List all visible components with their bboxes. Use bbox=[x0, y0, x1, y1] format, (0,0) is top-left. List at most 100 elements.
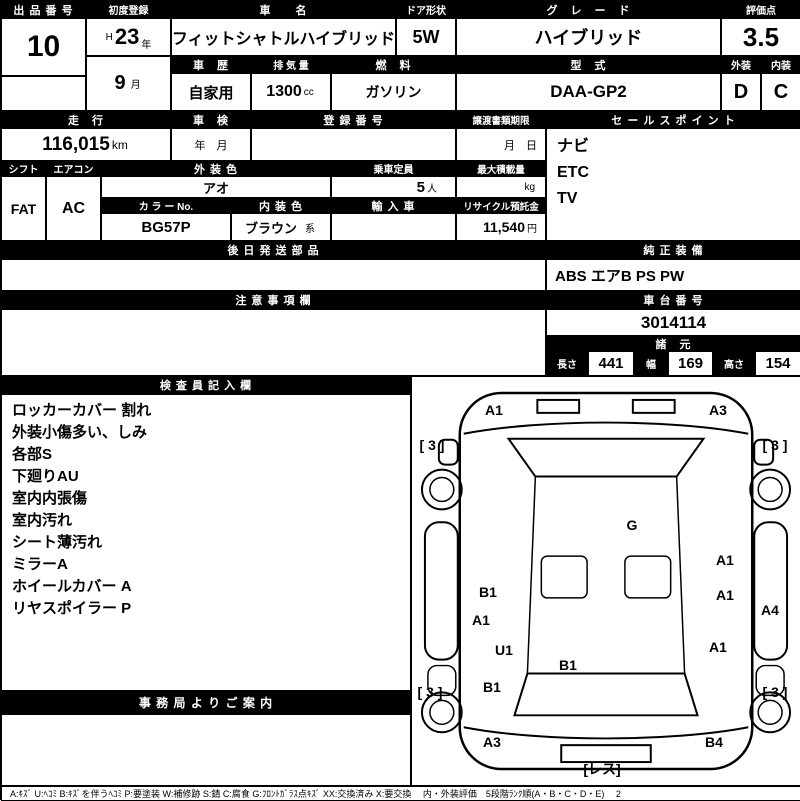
car-name-value: フィットシャトルハイブリッド bbox=[171, 18, 396, 56]
inspection-value: 年 月 bbox=[171, 128, 251, 161]
grade-header: グ レ ー ド bbox=[456, 1, 721, 18]
car-history-value: 自家用 bbox=[171, 73, 251, 111]
inspection-header: 車 検 bbox=[171, 111, 251, 128]
caution-value bbox=[1, 309, 546, 376]
diagram-damage-label: A3 bbox=[709, 402, 727, 418]
diagram-damage-label: A1 bbox=[716, 587, 734, 603]
diagram-damage-label: A3 bbox=[483, 734, 501, 750]
diagram-damage-label: B1 bbox=[559, 657, 577, 673]
era-prefix: H bbox=[105, 31, 113, 43]
office-notice-value bbox=[1, 714, 411, 786]
registration-month: 9 bbox=[114, 72, 126, 94]
dimensions-header: 諸 元 bbox=[546, 336, 800, 351]
genuine-equipment-value: ABS エアB PS PW bbox=[546, 259, 800, 291]
office-notice-header: 事 務 局 よ り ご 案 内 bbox=[1, 691, 411, 714]
interior-color-header: 内 装 色 bbox=[231, 198, 331, 213]
color-number-header: カ ラ ー No. bbox=[101, 198, 231, 213]
car-name-header: 車 名 bbox=[171, 1, 396, 18]
capacity-number: 5 bbox=[416, 178, 425, 196]
mileage-header: 走 行 bbox=[1, 111, 171, 128]
interior-grade-header: 内装 bbox=[761, 56, 800, 73]
sales-point-item: TV bbox=[557, 190, 578, 207]
lot-number-sub-cell bbox=[1, 76, 86, 111]
height-label: 高さ bbox=[713, 351, 755, 376]
diagram-damage-label: A1 bbox=[709, 639, 727, 655]
inspector-note: 下廻りAU bbox=[12, 468, 79, 485]
diagram-damage-label: A1 bbox=[716, 552, 734, 568]
diagram-damage-label: [レス] bbox=[583, 761, 621, 777]
max-load-unit: kg bbox=[524, 181, 535, 193]
diagram-damage-label: B1 bbox=[483, 679, 501, 695]
inspector-note: 室内内張傷 bbox=[12, 490, 88, 507]
sales-points-header: セ ー ル ス ポ イ ン ト bbox=[546, 111, 800, 128]
interior-grade-value: C bbox=[761, 73, 800, 111]
inspector-note: 外装小傷多い、しみ bbox=[12, 424, 148, 441]
mileage-value: 116,015 km bbox=[1, 128, 171, 161]
score-value: 3.5 bbox=[721, 18, 800, 56]
capacity-unit: 人 bbox=[427, 183, 437, 195]
import-value bbox=[331, 213, 456, 241]
inspector-note: ミラーA bbox=[12, 556, 68, 573]
lot-number-header: 出 品 番 号 bbox=[1, 1, 86, 18]
color-number-value: BG57P bbox=[101, 213, 231, 241]
aircon-header: エアコン bbox=[46, 161, 101, 176]
width-label: 幅 bbox=[634, 351, 668, 376]
diagram-damage-label: [ 3 ] bbox=[762, 437, 788, 453]
diagram-damage-label: B1 bbox=[479, 584, 497, 600]
model-code-value: DAA-GP2 bbox=[456, 73, 721, 111]
diagram-damage-label: [ 3 ] bbox=[762, 684, 788, 700]
month-unit: 月 bbox=[130, 80, 141, 91]
recycle-deposit-value: 11,540 円 bbox=[456, 213, 546, 241]
diagram-damage-label: [ 3 ] bbox=[419, 437, 445, 453]
car-top-view-drawing bbox=[420, 391, 792, 771]
max-load-value: kg bbox=[456, 176, 546, 198]
lot-number-value: 10 bbox=[1, 18, 86, 76]
first-registration-month: 9 月 bbox=[86, 56, 171, 111]
exterior-grade-header: 外装 bbox=[721, 56, 761, 73]
registration-number-header: 登 録 番 号 bbox=[251, 111, 456, 128]
displacement-unit: cc bbox=[303, 86, 314, 98]
registration-number-value bbox=[251, 128, 456, 161]
inspector-note: リヤスポイラー P bbox=[12, 600, 132, 617]
chassis-number-header: 車 台 番 号 bbox=[546, 291, 800, 309]
recycle-deposit-number: 11,540 bbox=[482, 219, 525, 235]
model-code-header: 型 式 bbox=[456, 56, 721, 73]
mileage-unit: km bbox=[111, 137, 128, 152]
diagram-damage-label: B4 bbox=[705, 734, 723, 750]
shift-header: シフト bbox=[1, 161, 46, 176]
diagram-damage-label: A1 bbox=[472, 612, 490, 628]
exterior-color-header: 外 装 色 bbox=[101, 161, 331, 176]
length-label: 長さ bbox=[546, 351, 588, 376]
diagram-damage-label: [ 3 ] bbox=[417, 684, 443, 700]
inspector-note: シート薄汚れ bbox=[12, 534, 103, 551]
capacity-header: 乗車定員 bbox=[331, 161, 456, 176]
grade-value: ハイブリッド bbox=[456, 18, 721, 56]
inspector-note: ロッカーカバー 割れ bbox=[12, 402, 152, 419]
door-shape-value: 5W bbox=[396, 18, 456, 56]
diagram-damage-label: G bbox=[626, 517, 638, 533]
aircon-value: AC bbox=[46, 176, 101, 241]
genuine-equipment-header: 純 正 装 備 bbox=[546, 241, 800, 259]
import-header: 輸 入 車 bbox=[331, 198, 456, 213]
exterior-color-value: アオ bbox=[101, 176, 331, 198]
car-history-header: 車 歴 bbox=[171, 56, 251, 73]
diagram-damage-label: A4 bbox=[761, 602, 779, 618]
capacity-value: 5 人 bbox=[331, 176, 456, 198]
length-value: 441 bbox=[588, 351, 634, 376]
displacement-value: 1300 cc bbox=[251, 73, 331, 111]
transfer-deadline-value: 月 日 bbox=[456, 128, 546, 161]
diagram-damage-label: U1 bbox=[495, 642, 513, 658]
door-shape-header: ドア形状 bbox=[396, 1, 456, 18]
score-header: 評価点 bbox=[721, 1, 800, 18]
height-value: 154 bbox=[755, 351, 800, 376]
first-registration-year: H 23 年 bbox=[86, 18, 171, 56]
displacement-number: 1300 bbox=[266, 83, 302, 100]
displacement-header: 排 気 量 bbox=[251, 56, 331, 73]
later-parts-value bbox=[1, 259, 546, 291]
interior-color-suffix: 系 bbox=[305, 223, 315, 235]
sales-point-item: ETC bbox=[557, 164, 589, 181]
year-unit: 年 bbox=[141, 40, 152, 51]
caution-header: 注 意 事 項 欄 bbox=[1, 291, 546, 309]
